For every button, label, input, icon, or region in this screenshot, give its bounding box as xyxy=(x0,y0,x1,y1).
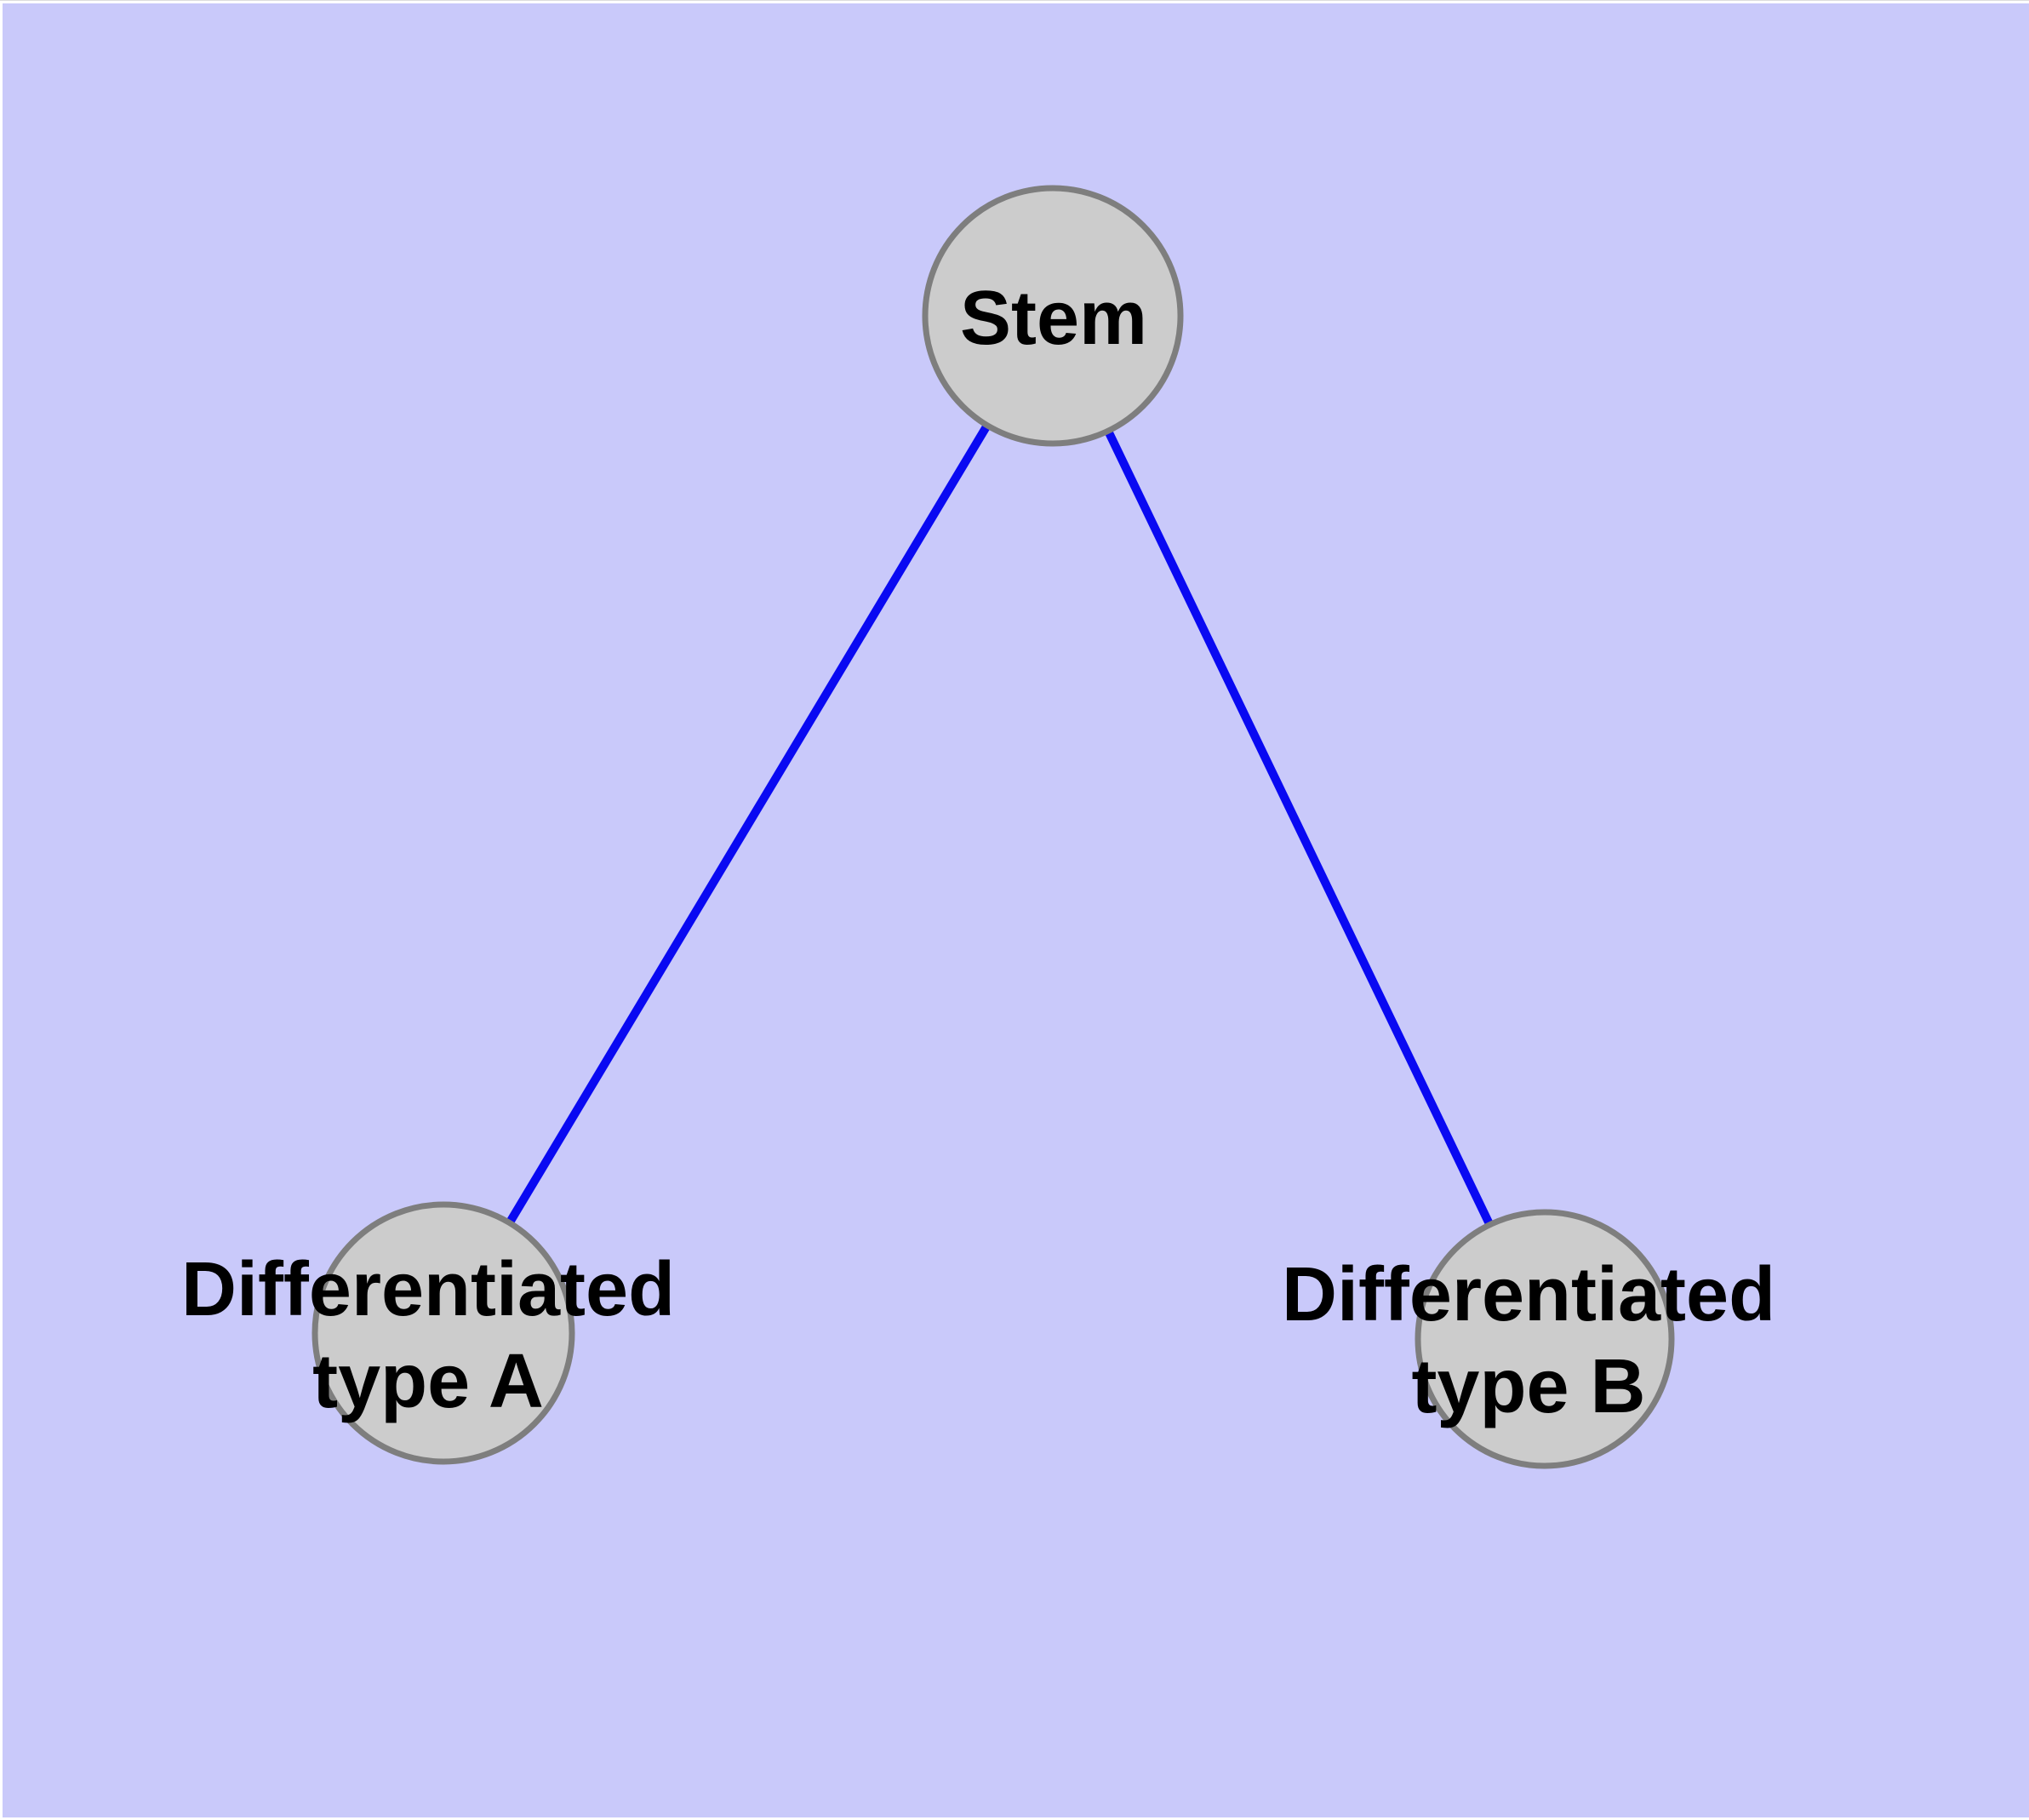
node-stem-circle[interactable] xyxy=(922,185,1184,447)
node-type-a-circle[interactable] xyxy=(311,1201,575,1465)
edge-stem-to-type-a xyxy=(439,313,1057,1336)
edge-stem-to-type-b xyxy=(1049,313,1549,1342)
node-type-b-circle[interactable] xyxy=(1415,1209,1675,1469)
